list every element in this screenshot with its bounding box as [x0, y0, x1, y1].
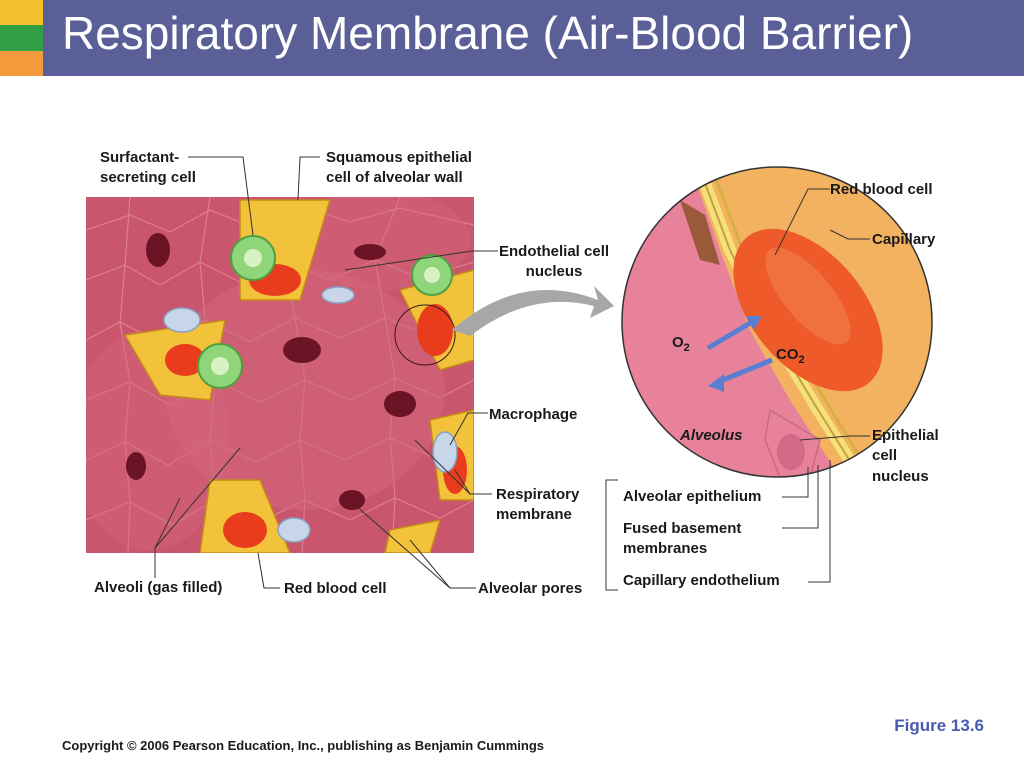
accent-block-yellow	[0, 0, 43, 25]
zoom-detail-circle	[622, 167, 932, 477]
label-endothelial-line1: Endothelial cell	[499, 243, 610, 260]
label-capillary: Capillary	[872, 231, 936, 248]
label-alveolar-pores: Alveolar pores	[478, 580, 583, 597]
label-fused-basement-line2: membranes	[623, 540, 708, 558]
label-epithelial-line2: cell	[872, 447, 898, 465]
figure-number: Figure 13.6	[894, 716, 984, 735]
label-co2-subscript: 2	[798, 354, 805, 366]
label-surfactant-line1: Surfactant-	[100, 149, 180, 166]
leader-lines	[154, 156, 870, 591]
label-o2-text: O	[672, 334, 684, 351]
label-squamous-cell: Squamous epithelial cell of alveolar wal…	[326, 148, 472, 189]
label-fused-basement-membranes: Fused basement membranes	[623, 519, 741, 560]
label-surfactant-line2: secreting cell	[100, 169, 196, 187]
label-endothelial-line2: nucleus	[525, 263, 583, 281]
zoom-arrow	[452, 286, 614, 336]
gas-exchange-arrows	[706, 316, 773, 392]
alveolar-tissue-block	[86, 197, 474, 553]
label-squamous-line2: cell of alveolar wall	[326, 169, 463, 187]
label-co2: CO2	[776, 345, 805, 368]
label-surfactant-cell: Surfactant- secreting cell	[100, 148, 196, 189]
slide-title: Respiratory Membrane (Air-Blood Barrier)	[62, 7, 914, 59]
label-epithelial-cell-nucleus: Epithelial cell nucleus	[872, 426, 939, 487]
label-red-blood-cell-top: Red blood cell	[830, 181, 933, 198]
label-alveolar-epithelium: Alveolar epithelium	[623, 488, 762, 505]
label-resp-membrane-line2: membrane	[496, 506, 572, 524]
label-capillary-endothelium: Capillary endothelium	[623, 572, 780, 589]
label-squamous-line1: Squamous epithelial	[326, 149, 472, 166]
label-alveolus: Alveolus	[680, 427, 743, 444]
title-bar	[43, 0, 1024, 76]
label-epithelial-line3: nucleus	[872, 467, 929, 485]
label-fused-basement-line1: Fused basement	[623, 520, 742, 537]
label-red-blood-cell-bottom: Red blood cell	[284, 580, 387, 597]
label-o2-subscript: 2	[683, 342, 690, 354]
label-co2-text: CO	[776, 346, 799, 363]
label-epithelial-line1: Epithelial	[872, 427, 939, 444]
copyright-notice: Copyright © 2006 Pearson Education, Inc.…	[62, 738, 544, 753]
label-o2: O2	[672, 333, 690, 356]
label-endothelial-nucleus: Endothelial cell nucleus	[499, 242, 609, 283]
accent-block-orange	[0, 51, 43, 76]
label-respiratory-membrane: Respiratory membrane	[496, 485, 579, 526]
accent-block-green	[0, 25, 43, 51]
label-alveoli: Alveoli (gas filled)	[94, 579, 223, 596]
label-resp-membrane-line1: Respiratory	[496, 486, 580, 503]
label-macrophage: Macrophage	[489, 406, 578, 423]
